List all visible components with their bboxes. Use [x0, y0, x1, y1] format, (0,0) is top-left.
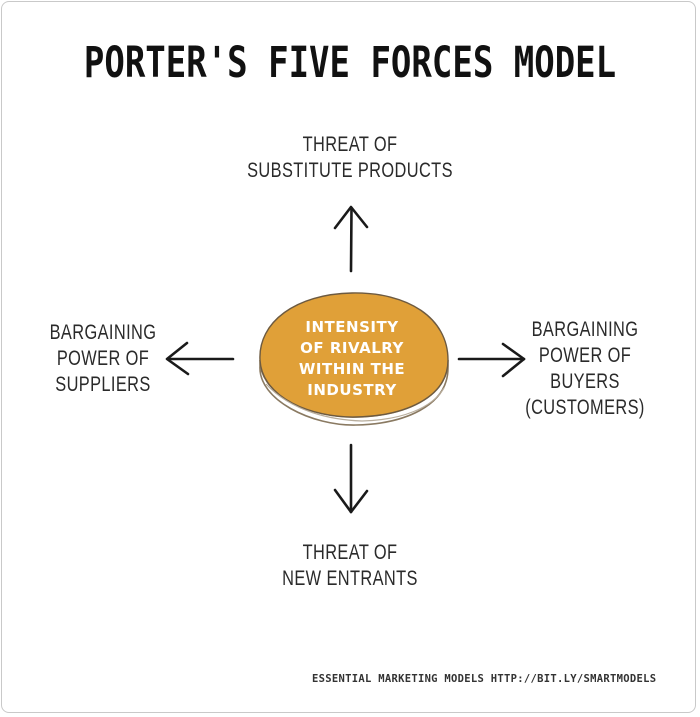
force-label-line: SUPPLIERS	[55, 373, 151, 396]
arrow-down-icon	[333, 443, 369, 514]
force-label-line: POWER OF	[56, 347, 150, 370]
force-threat-of-substitutes: THREAT OF SUBSTITUTE PRODUCTS	[233, 132, 467, 184]
force-label-line: NEW ENTRANTS	[282, 567, 418, 590]
force-label-line: BUYERS	[550, 370, 620, 393]
arrow-left-icon	[165, 341, 235, 376]
center-label-line: WITHIN THE	[298, 360, 406, 378]
force-threat-of-new-entrants: THREAT OF NEW ENTRANTS	[233, 540, 467, 592]
center-rivalry-disc: INTENSITY OF RIVALRY WITHIN THE INDUSTRY	[252, 288, 452, 428]
force-buyer-power: BARGAINING POWER OF BUYERS (CUSTOMERS)	[511, 317, 659, 421]
force-label-line: THREAT OF	[302, 133, 398, 156]
arrow-right-icon	[457, 342, 526, 378]
orange-disc-shape	[259, 292, 449, 426]
arrow-up-icon	[333, 205, 369, 273]
center-label: INTENSITY OF RIVALRY WITHIN THE INDUSTRY	[252, 317, 452, 401]
force-label-line: BARGAINING	[49, 321, 157, 344]
force-label-line: THREAT OF	[302, 541, 398, 564]
force-label-line: SUBSTITUTE PRODUCTS	[247, 159, 453, 182]
center-label-line: INTENSITY	[305, 318, 399, 336]
center-label-line: OF RIVALRY	[300, 339, 404, 357]
center-label-line: INDUSTRY	[307, 381, 397, 399]
force-label-line: BARGAINING	[531, 318, 639, 341]
diagram-title: PORTER'S FIVE FORCES MODEL	[83, 38, 617, 88]
force-label-line: POWER OF	[538, 344, 632, 367]
force-supplier-power: BARGAINING POWER OF SUPPLIERS	[29, 320, 177, 398]
force-label-line: (CUSTOMERS)	[525, 396, 645, 419]
footer-credit: ESSENTIAL MARKETING MODELS HTTP://BIT.LY…	[312, 673, 657, 685]
